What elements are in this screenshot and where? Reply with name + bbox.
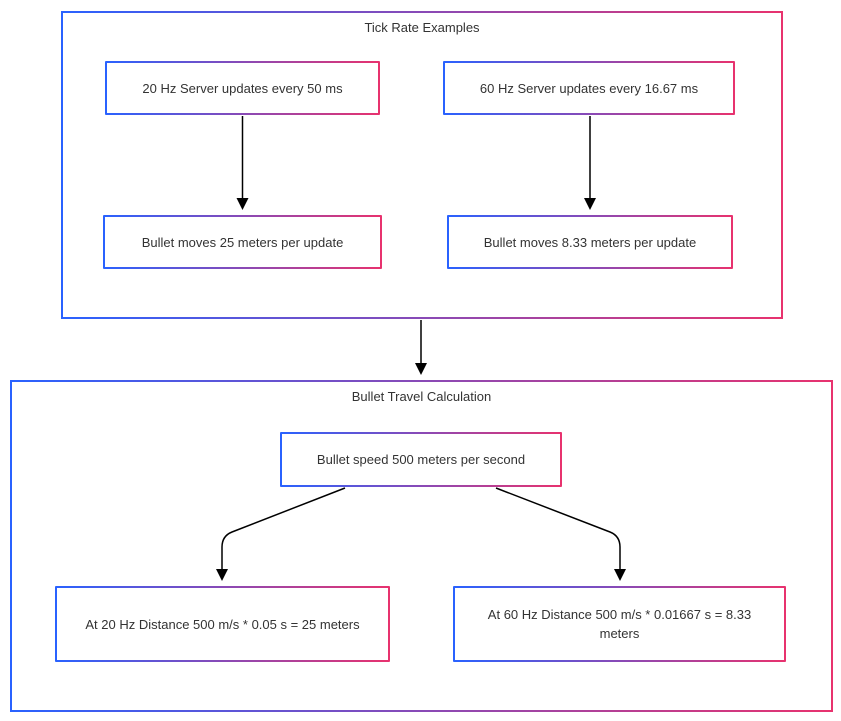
node-distance-calc-60hz-label: At 60 Hz Distance 500 m/s * 0.01667 s = … xyxy=(487,607,752,641)
subgraph-title-tick-rate: Tick Rate Examples xyxy=(364,20,480,35)
subgraph-title-bullet-travel: Bullet Travel Calculation xyxy=(351,389,492,404)
node-bullet-speed-label: Bullet speed 500 meters per second xyxy=(316,452,526,467)
node-bullet-moves-833m-label: Bullet moves 8.33 meters per update xyxy=(483,234,697,250)
node-distance-calc-20hz-label: At 20 Hz Distance 500 m/s * 0.05 s = 25 … xyxy=(85,616,360,632)
node-distance-calc-60hz: At 60 Hz Distance 500 m/s * 0.01667 s = … xyxy=(453,586,786,662)
node-60hz-server-label: 60 Hz Server updates every 16.67 ms xyxy=(479,80,699,96)
node-20hz-server-label: 20 Hz Server updates every 50 ms xyxy=(142,80,343,96)
node-60hz-server: 60 Hz Server updates every 16.67 ms xyxy=(443,61,735,115)
node-bullet-moves-25m: Bullet moves 25 meters per update xyxy=(103,215,382,269)
node-bullet-moves-25m-label: Bullet moves 25 meters per update xyxy=(141,234,344,250)
subgraph-tick-rate-examples: Tick Rate Examples xyxy=(61,11,783,319)
node-distance-calc-20hz: At 20 Hz Distance 500 m/s * 0.05 s = 25 … xyxy=(55,586,390,662)
node-bullet-speed: Bullet speed 500 meters per second xyxy=(280,432,562,487)
node-bullet-moves-833m: Bullet moves 8.33 meters per update xyxy=(447,215,733,269)
node-20hz-server: 20 Hz Server updates every 50 ms xyxy=(105,61,380,115)
subgraph-bullet-travel-calculation: Bullet Travel Calculation xyxy=(10,380,833,712)
